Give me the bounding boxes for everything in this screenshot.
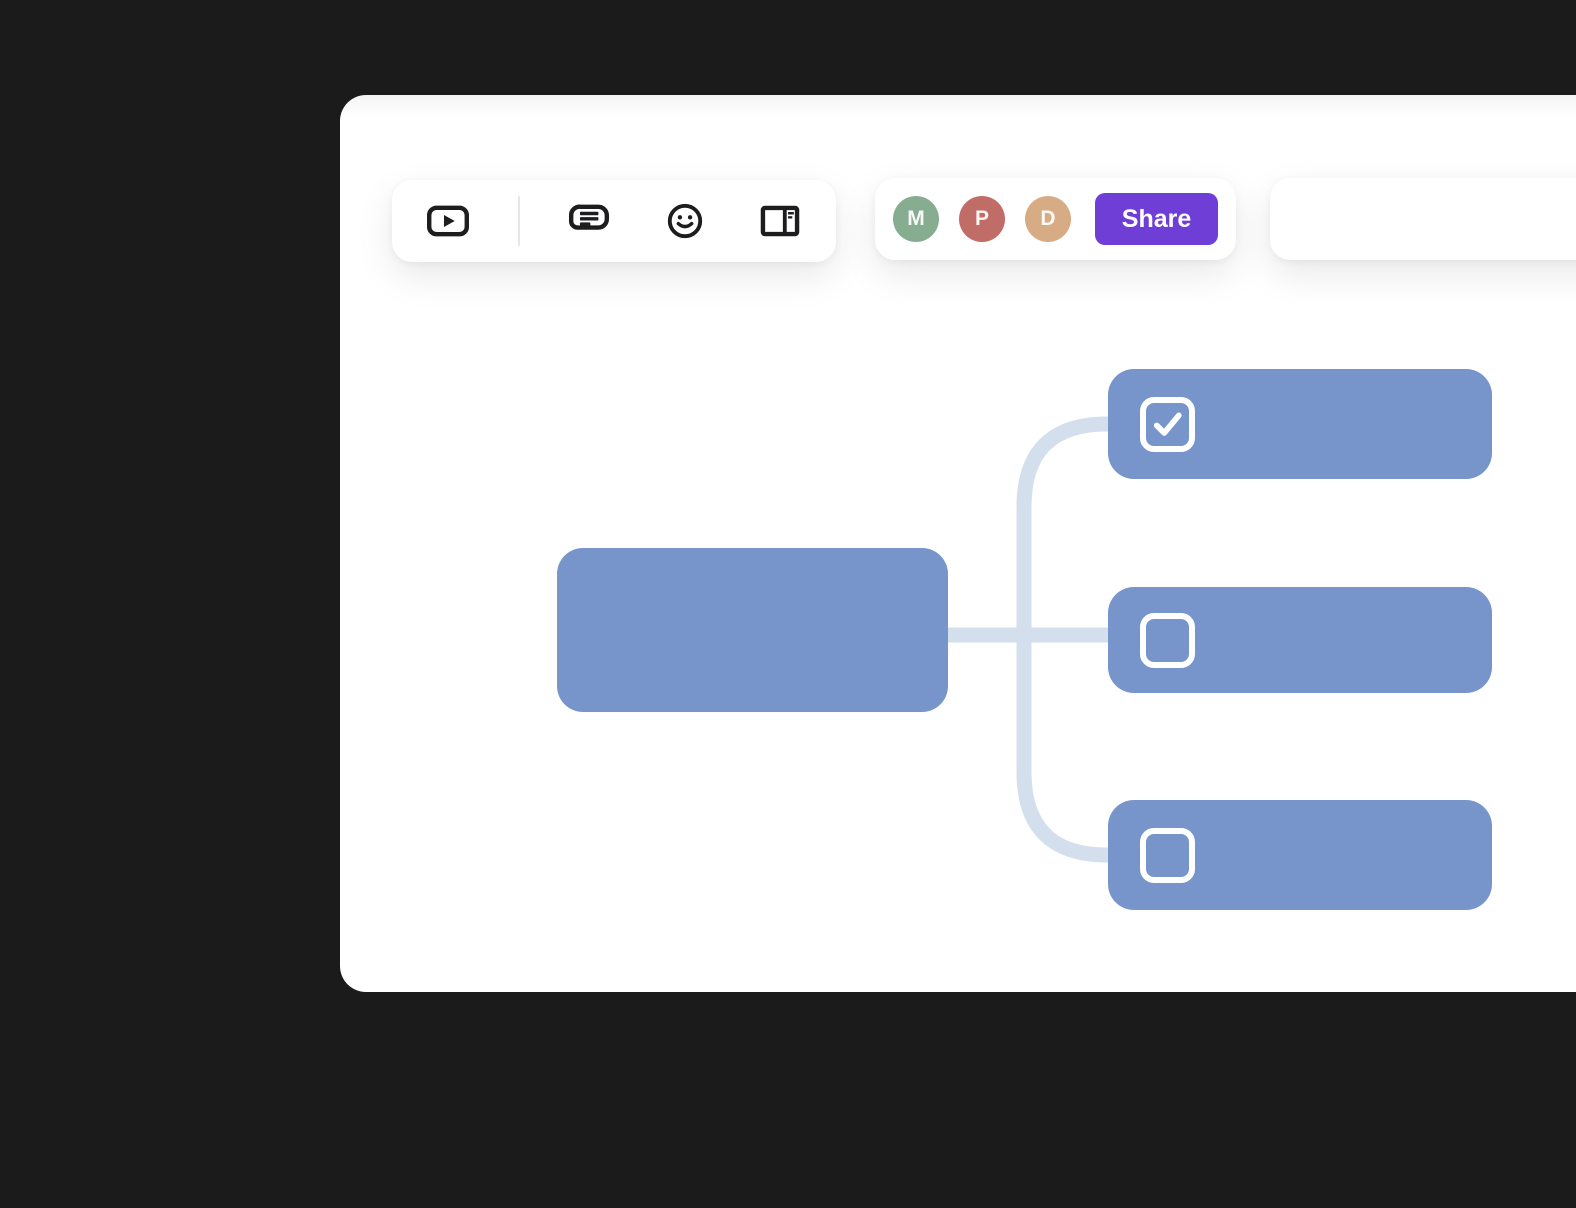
smiley-face-icon — [664, 200, 706, 242]
task-checkbox-unchecked[interactable] — [1140, 827, 1195, 883]
collaborator-avatar-p[interactable]: P — [959, 196, 1005, 242]
mindmap-child-node-2[interactable] — [1108, 587, 1492, 693]
connector-root-to-top — [1016, 416, 1112, 635]
emoji-tool-button[interactable] — [659, 193, 711, 249]
connector-root-to-bottom — [1016, 635, 1112, 863]
toolbar-divider — [517, 196, 520, 246]
collaborator-avatar-m[interactable]: M — [893, 196, 939, 242]
text-lines-bubble-icon — [566, 198, 612, 244]
checkmark-icon — [1153, 412, 1182, 436]
collaborator-avatar-d[interactable]: D — [1025, 196, 1071, 242]
mindmap-child-node-1[interactable] — [1108, 369, 1492, 479]
whiteboard-canvas[interactable] — [340, 95, 1576, 992]
whiteboard-window: M P D Share — [340, 95, 1576, 992]
video-play-icon — [425, 198, 471, 244]
mindmap-connectors — [948, 416, 1112, 863]
mindmap-child-node-3[interactable] — [1108, 800, 1492, 910]
text-notes-tool-button[interactable] — [563, 193, 615, 249]
task-checkbox-checked[interactable] — [1140, 396, 1195, 452]
share-button[interactable]: Share — [1095, 193, 1218, 245]
collaboration-bar: M P D Share — [875, 178, 1236, 260]
secondary-toolbar-panel — [1270, 178, 1576, 260]
mindmap-root-node[interactable] — [557, 548, 948, 712]
layout-panel-tool-button[interactable] — [754, 193, 806, 249]
tools-toolbar — [392, 180, 836, 262]
video-tool-button[interactable] — [422, 193, 474, 249]
sidebar-layout-icon — [757, 198, 803, 244]
task-checkbox-unchecked[interactable] — [1140, 612, 1195, 668]
